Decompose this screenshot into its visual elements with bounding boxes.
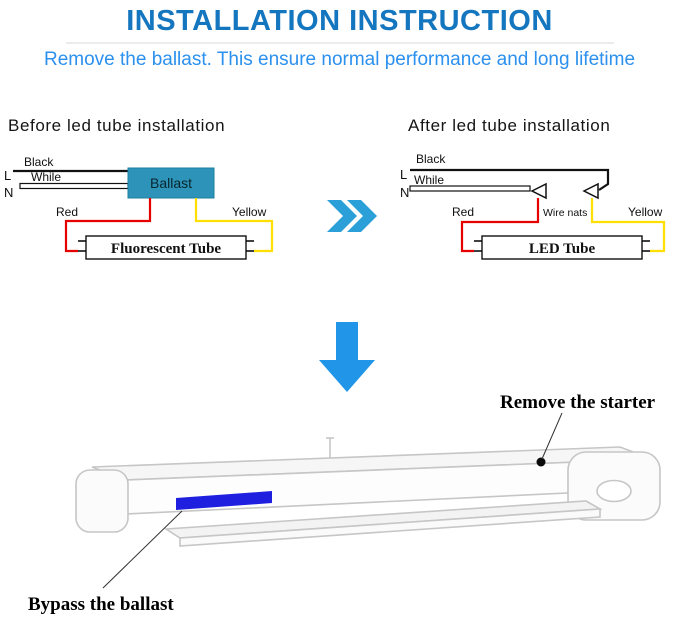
label-neutral: N	[4, 185, 13, 200]
transition-chevrons-icon	[327, 200, 377, 232]
fixture-endplate-hole	[596, 479, 632, 503]
ballast-box	[127, 167, 215, 199]
chevron-right-icon	[347, 200, 377, 232]
led-tube-label: LED Tube	[529, 241, 596, 257]
yellow-wire	[194, 198, 274, 253]
wire-nut-icon	[582, 182, 599, 200]
page-title: INSTALLATION INSTRUCTION	[126, 5, 553, 37]
starter-dot	[536, 457, 546, 467]
page-subtitle: Remove the ballast. This ensure normal p…	[43, 49, 636, 70]
fluorescent-tube-box	[85, 235, 247, 260]
label-red: Red	[56, 205, 78, 219]
bypass-leader-line	[102, 510, 183, 589]
down-arrow-icon	[319, 322, 375, 392]
red-wire	[64, 198, 152, 253]
after-heading: After led tube installation	[408, 116, 610, 135]
ballast-label: Ballast	[150, 175, 192, 191]
wire-nut-icon	[530, 182, 547, 200]
label-black: Black	[24, 155, 54, 169]
label-red: Red	[452, 205, 474, 219]
chevron-right-icon	[327, 200, 357, 232]
fluorescent-tube-label: Fluorescent Tube	[111, 241, 221, 257]
before-diagram: Black L While N Ballast Red Yellow Fluor…	[4, 155, 274, 260]
fixture-illustration: Remove the starter Bypass the ballast	[28, 392, 661, 615]
led-tube-box	[481, 235, 643, 260]
yellow-wire	[590, 198, 666, 253]
label-live: L	[4, 168, 11, 183]
bypass-ballast-label: Bypass the ballast	[28, 594, 174, 615]
label-yellow: Yellow	[628, 205, 663, 219]
label-white: While	[31, 170, 61, 184]
starter-leader-line	[541, 412, 563, 460]
wire-nuts-label: Wire nats	[543, 207, 587, 219]
white-wire	[409, 185, 531, 192]
label-yellow: Yellow	[232, 205, 267, 219]
label-black: Black	[416, 152, 446, 166]
label-white: While	[414, 173, 444, 187]
white-wire	[19, 182, 129, 190]
header: INSTALLATION INSTRUCTION Remove the ball…	[0, 0, 679, 71]
fixture-left-endcap	[75, 469, 129, 533]
remove-starter-label: Remove the starter	[500, 392, 656, 413]
label-live: L	[400, 167, 407, 182]
label-neutral: N	[400, 185, 409, 200]
before-heading: Before led tube installation	[8, 116, 225, 135]
after-diagram: Black L While N Wire nats Red Yellow LED…	[400, 152, 666, 260]
fixture-reflector-front	[179, 508, 601, 547]
red-wire	[460, 198, 540, 253]
bypass-ballast-bar	[176, 491, 272, 510]
title-divider	[65, 42, 614, 44]
black-wire	[410, 168, 610, 191]
